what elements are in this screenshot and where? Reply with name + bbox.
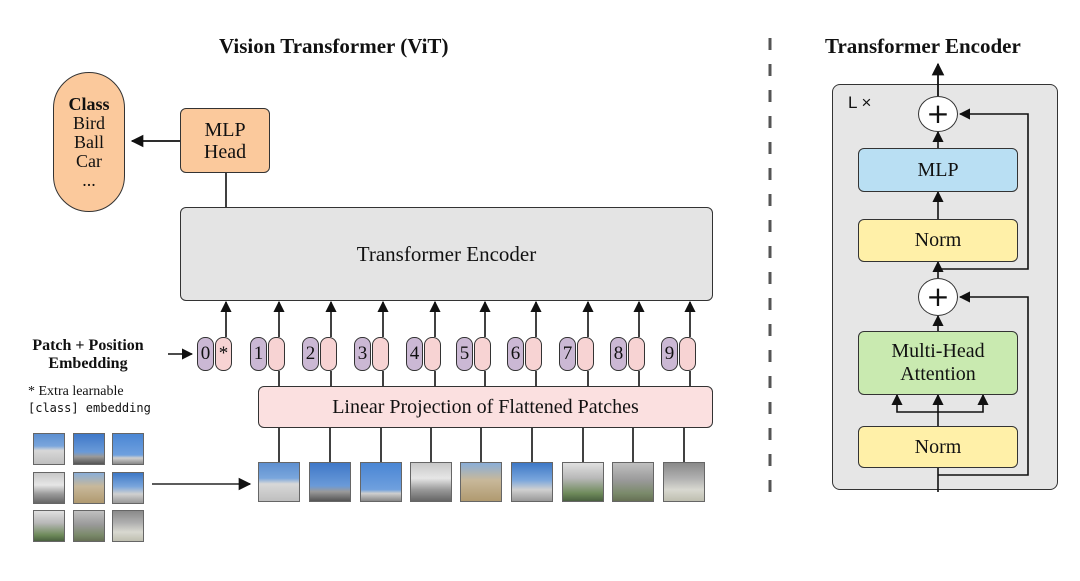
class-heading: Class	[68, 93, 110, 114]
extra-learnable-note: * Extra learnable [class] embedding	[28, 383, 151, 417]
position-embedding-3: 3	[354, 337, 371, 371]
mlp-block-label: MLP	[917, 158, 959, 181]
patch-embedding-8	[628, 337, 645, 371]
linear-projection-label: Linear Projection of Flattened Patches	[332, 395, 639, 418]
position-embedding-6: 6	[507, 337, 524, 371]
mlp-head-box: MLP Head	[180, 108, 270, 173]
image-patch-4	[410, 462, 452, 502]
plus-icon: +	[926, 280, 950, 313]
source-image-tile-6	[112, 472, 144, 504]
norm-top-label: Norm	[914, 229, 962, 251]
transformer-encoder-label: Transformer Encoder	[356, 241, 537, 266]
residual-add-top: +	[918, 96, 958, 132]
repeat-label: L ×	[848, 93, 872, 112]
image-patch-1	[258, 462, 300, 502]
patch-lines	[278, 428, 685, 462]
position-embedding-7: 7	[559, 337, 576, 371]
norm-block-bottom: Norm	[858, 426, 1018, 468]
position-embedding-5: 5	[456, 337, 473, 371]
source-image-tile-1	[33, 433, 65, 465]
class-item-ball: Ball	[74, 131, 104, 152]
encoder-detail-title: Transformer Encoder	[825, 34, 1021, 58]
transformer-encoder-box: Transformer Encoder	[180, 207, 713, 301]
class-item-car: Car	[76, 150, 102, 171]
image-patch-3	[360, 462, 402, 502]
patch-embedding-1	[268, 337, 285, 371]
patch-position-label: Patch + Position Embedding	[20, 337, 156, 373]
class-item-bird: Bird	[72, 112, 105, 133]
image-patch-6	[511, 462, 553, 502]
image-patch-7	[562, 462, 604, 502]
arrow-norm-to-attn-left	[891, 393, 938, 413]
mlp-head-line1: MLP	[204, 118, 246, 141]
position-embedding-2: 2	[302, 337, 319, 371]
image-patch-8	[612, 462, 654, 502]
residual-connection-bottom	[938, 291, 1029, 476]
extra-note-line1: * Extra learnable	[28, 384, 124, 399]
patch-embedding-4	[424, 337, 441, 371]
vit-title: Vision Transformer (ViT)	[219, 34, 449, 58]
mlp-block: MLP	[858, 148, 1018, 192]
source-image-tile-7	[33, 510, 65, 542]
source-image-tile-4	[33, 472, 65, 504]
source-image-tile-9	[112, 510, 144, 542]
patch-embedding-3	[372, 337, 389, 371]
mlp-head-line2: Head	[203, 140, 247, 163]
extra-note-line2: [class] embedding	[28, 401, 151, 415]
position-embedding-0: 0	[197, 337, 214, 371]
class-token-embedding: *	[215, 337, 232, 371]
patch-embedding-7	[577, 337, 594, 371]
position-embedding-8: 8	[610, 337, 627, 371]
patch-embedding-2	[320, 337, 337, 371]
image-patch-9	[663, 462, 705, 502]
position-embedding-9: 9	[661, 337, 678, 371]
position-embedding-4: 4	[406, 337, 423, 371]
class-item-ellipsis: ...	[82, 169, 96, 190]
class-box: Class Bird Ball Car ...	[53, 72, 125, 212]
plus-icon: +	[926, 97, 950, 130]
linear-projection-box: Linear Projection of Flattened Patches	[258, 386, 713, 428]
residual-connection-top	[938, 108, 1029, 270]
image-patch-5	[460, 462, 502, 502]
attention-line2: Attention	[900, 363, 976, 385]
image-patch-2	[309, 462, 351, 502]
source-image-tile-8	[73, 510, 105, 542]
arrow-norm-to-attn-right	[938, 393, 989, 413]
norm-bottom-label: Norm	[914, 435, 962, 458]
norm-block-top: Norm	[858, 219, 1018, 262]
patch-embedding-5	[474, 337, 491, 371]
attention-line1: Multi-Head	[891, 340, 985, 362]
attention-block: Multi-Head Attention	[858, 331, 1018, 395]
patch-label-line1: Patch + Position	[32, 337, 144, 354]
source-image-tile-2	[73, 433, 105, 465]
patch-embedding-6	[525, 337, 542, 371]
patch-label-line2: Embedding	[48, 355, 128, 372]
residual-add-bottom: +	[918, 278, 958, 316]
token-arrows	[220, 300, 696, 386]
position-embedding-1: 1	[250, 337, 267, 371]
source-image-tile-3	[112, 433, 144, 465]
source-image-tile-5	[73, 472, 105, 504]
patch-embedding-9	[679, 337, 696, 371]
